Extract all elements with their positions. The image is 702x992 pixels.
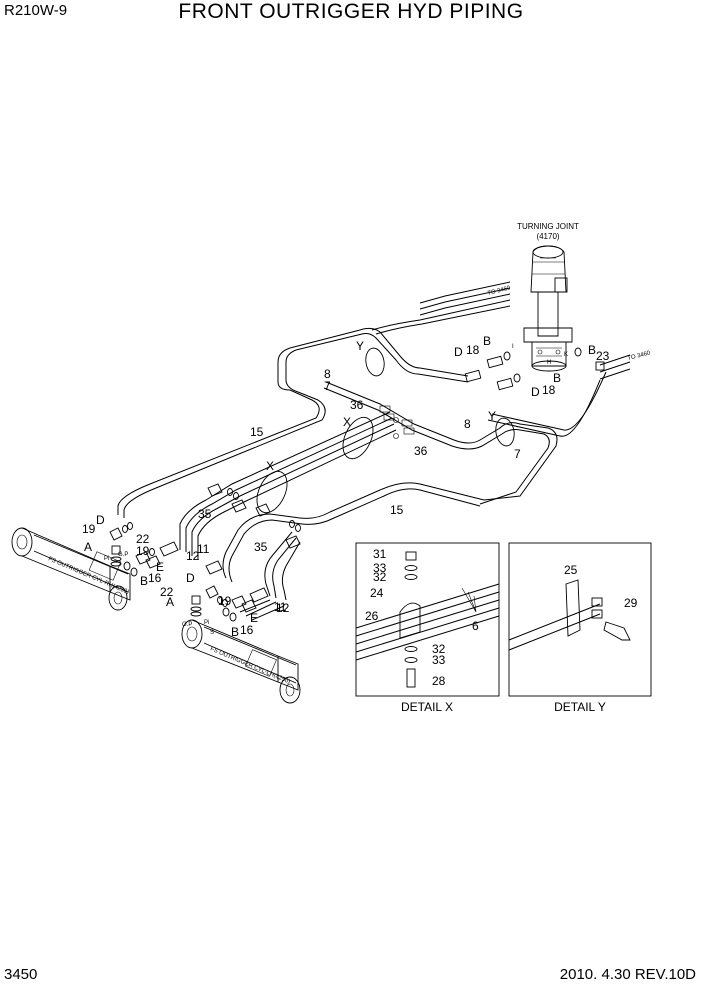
label-7-right: 7 [514,447,521,461]
page-title: FRONT OUTRIGGER HYD PIPING [178,0,524,23]
detail-x-label-31: 31 [373,547,387,561]
detail-x-caption: DETAIL X [401,700,453,714]
revision-date: 2010. 4.30 REV.10D [559,966,696,983]
label-22-rh: 22 [136,532,150,546]
label-19-lh: 19 [218,594,232,608]
detail-x-label-33-bottom: 33 [432,653,446,667]
detail-y-panel: 25 29 DETAIL Y [508,542,652,714]
detail-x-label-32-top: 32 [373,570,387,584]
label-23: 23 [596,349,610,363]
label-b-tj-right: B [588,343,596,357]
turning-joint-code: (4170) [536,232,559,241]
to-ref-upper: TO 3460 [487,285,512,297]
pipe-to-3460-right: TO 3460 [599,350,652,380]
label-y-upper: Y [356,339,364,353]
label-d-tj-upper: D [454,345,463,359]
turning-joint-label: TURNING JOINT [517,222,579,231]
detail-x-label-24: 24 [370,586,384,600]
label-7: 7 [324,379,331,393]
label-36-lower: 36 [414,444,428,458]
label-8: 8 [324,367,331,381]
label-d-rh: D [96,513,105,527]
label-11-upper: 11 [197,542,210,556]
label-y-right: Y [488,409,496,423]
port-gp-label-lh: G.P [182,622,192,628]
model-code: R210W-9 [4,2,68,19]
label-12-lower: 12 [276,601,290,615]
label-d-tj-lower: D [531,385,540,399]
detail-x-label-28: 28 [432,674,446,688]
page-number: 3450 [4,966,38,983]
label-8-right: 8 [464,417,471,431]
label-16-rh: 16 [148,571,162,585]
detail-x-panel: 31 33 32 24 26 6 32 33 28 DETAIL X [355,542,500,714]
label-b-tj-lower: B [553,371,561,385]
detail-x-label-26: 26 [365,609,379,623]
port-h-label: H [547,360,551,366]
label-15-lower: 15 [390,503,404,517]
detail-x-label-33-top: 33 [373,561,387,575]
detail-y-label-25: 25 [564,563,578,577]
turning-joint: TURNING JOINT (4170) H K I [512,222,579,372]
label-b-rh: B [140,574,148,588]
label-18-upper: 18 [466,343,480,357]
cyl-lh-label: FS OUTRIGGER CYL-LH(4250) [209,646,291,685]
label-12-upper: 12 [186,549,200,563]
label-d-lh: D [186,571,195,585]
label-35-lower: 35 [254,540,268,554]
main-piping [117,299,607,621]
label-e-rh: E [156,560,164,574]
label-a-lh: A [166,595,174,609]
label-x-left: X [266,459,274,473]
port-i-label: I [512,344,514,350]
turning-joint-fittings [379,347,605,439]
port-pi-label-rh: Pi [104,556,109,562]
center-fittings [205,483,301,575]
label-b-tj-upper: B [483,334,491,348]
label-19-rh-b: 19 [136,544,150,558]
label-22-lh: 22 [160,585,174,599]
label-16-lh: 16 [240,623,254,637]
label-18-lower: 18 [542,383,556,397]
port-s-label-lh: S [210,630,214,636]
label-19-rh: 19 [82,522,96,536]
label-35-upper: 35 [198,507,212,521]
port-pi-label-lh: Pi [204,620,209,626]
label-a-rh: A [84,540,92,554]
label-11-lower-visible: 11 [274,600,287,614]
part-labels: 8 7 Y 36 X 36 8 7 Y 15 15 X 35 35 18 D B… [82,334,610,639]
label-x-center: X [343,415,351,429]
port-gp-label-rh: G.P [118,552,128,558]
detail-y-label-29: 29 [624,596,638,610]
fitting-36-group [379,405,415,439]
pipe-to-3460-upper: TO 3460 [419,281,512,316]
port-k-label: K [564,352,568,358]
to-ref-right: TO 3460 [627,350,652,362]
detail-x-label-32-bottom: 32 [432,642,446,656]
label-b-lh: B [231,625,239,639]
label-e-lh: E [250,611,258,625]
label-15-upper: 15 [250,425,264,439]
detail-x-label-6: 6 [472,619,479,633]
label-36-upper: 36 [350,398,364,412]
detail-y-caption: DETAIL Y [554,700,606,714]
